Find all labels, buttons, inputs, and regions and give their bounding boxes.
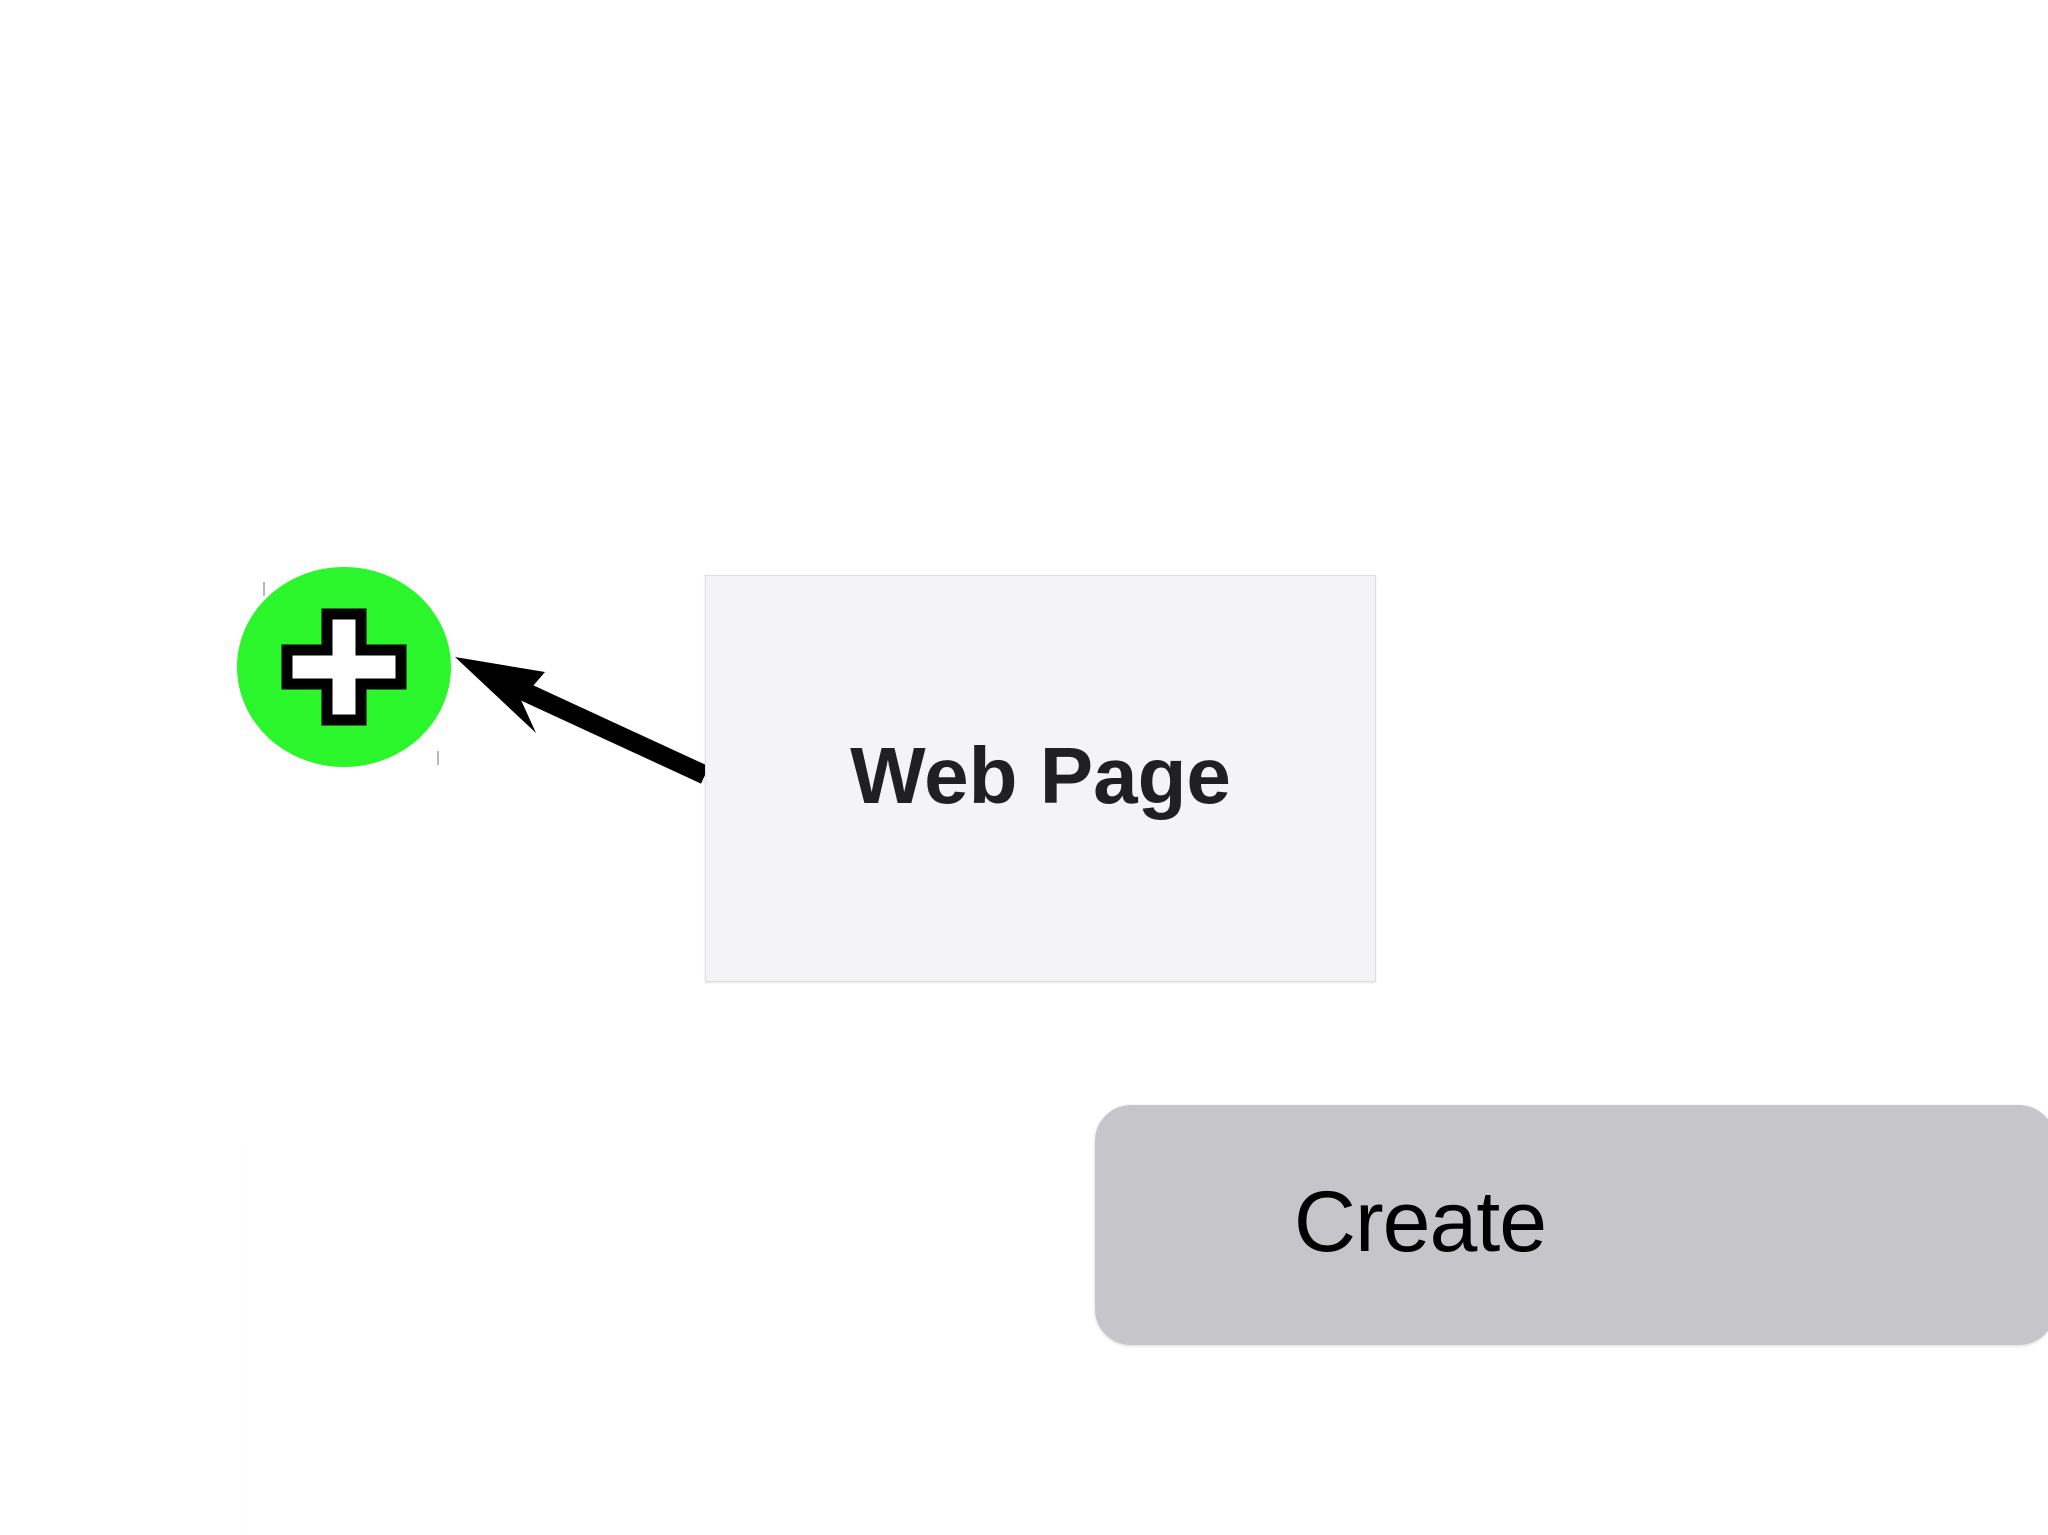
create-button[interactable]: Create: [1095, 1105, 2048, 1345]
plus-icon: [279, 606, 409, 728]
tick-mark-upper-left: [263, 582, 265, 596]
web-page-card-label: Web Page: [850, 730, 1231, 820]
arrow-pointer: [455, 657, 709, 784]
web-page-card[interactable]: Web Page: [705, 575, 1376, 982]
add-button[interactable]: [237, 567, 451, 767]
tick-mark-lower-right: [437, 751, 439, 765]
panel-divider: [240, 1140, 241, 1535]
create-button-label: Create: [1293, 1173, 1547, 1270]
